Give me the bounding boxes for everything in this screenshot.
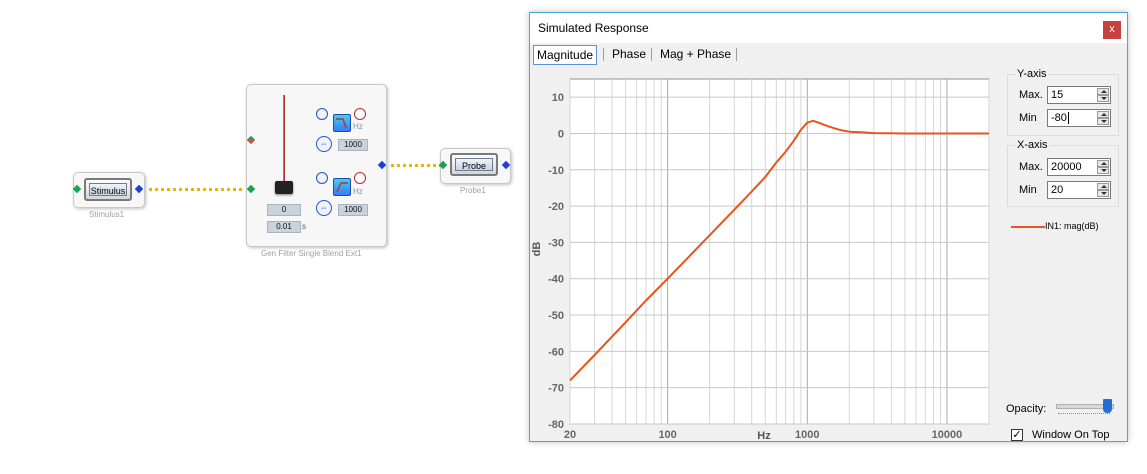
- y-max-label: Max.: [1019, 89, 1043, 101]
- x-tick-label: 10000: [932, 429, 963, 441]
- magnitude-series-line: [569, 119, 989, 382]
- power-icon[interactable]: [316, 108, 328, 120]
- x-min-up-arrow[interactable]: [1097, 183, 1109, 190]
- tab-bar: Magnitude Phase Mag + Phase: [530, 43, 1127, 65]
- x-max-spinbox[interactable]: 20000: [1047, 158, 1111, 176]
- text-cursor: [1068, 112, 1069, 124]
- power-icon[interactable]: [316, 172, 328, 184]
- y-tick-label: -30: [548, 237, 564, 249]
- stimulus-button-label: Stimulus: [89, 183, 127, 196]
- x-min-value: 20: [1051, 184, 1064, 196]
- side-panel: Y-axis Max. 15 Min -80 X-axis Max. 20000…: [1002, 65, 1127, 441]
- stimulus-block[interactable]: Stimulus: [73, 172, 145, 208]
- y-tick-label: -60: [548, 346, 564, 358]
- window-on-top-label: Window On Top: [1032, 429, 1110, 441]
- top-filter-frequency[interactable]: 1000: [338, 139, 368, 151]
- y-tick-label: 10: [552, 92, 564, 104]
- simulated-response-window[interactable]: Simulated Response x Magnitude Phase Mag…: [529, 12, 1128, 442]
- highpass-filter-icon[interactable]: [333, 178, 351, 196]
- x-min-label: Min: [1019, 184, 1037, 196]
- window-titlebar[interactable]: Simulated Response x: [530, 13, 1127, 43]
- opacity-slider[interactable]: [1054, 399, 1114, 421]
- lowpass-filter-icon[interactable]: [333, 114, 351, 132]
- opacity-slider-ticks: [1058, 413, 1110, 416]
- fader-value: 0: [267, 204, 301, 216]
- y-axis-group: [1007, 74, 1119, 136]
- x-axis-group: [1007, 145, 1119, 207]
- x-min-down-arrow[interactable]: [1097, 190, 1109, 197]
- x-tick-label: 20: [564, 429, 576, 441]
- stimulus-button[interactable]: Stimulus: [84, 178, 132, 201]
- y-max-down-arrow[interactable]: [1097, 95, 1109, 102]
- legend-swatch: [1011, 226, 1045, 228]
- plot-background: [569, 78, 990, 425]
- y-tick-label: -80: [548, 419, 564, 431]
- series-layer: [569, 119, 989, 382]
- time-unit: s: [302, 222, 306, 231]
- opacity-slider-thumb[interactable]: [1103, 399, 1112, 413]
- tab-phase[interactable]: Phase: [612, 47, 647, 61]
- opacity-label: Opacity:: [1006, 403, 1047, 415]
- opacity-slider-track: [1056, 404, 1114, 409]
- probe-button[interactable]: Probe: [450, 153, 498, 176]
- probe-block[interactable]: Probe: [440, 148, 511, 184]
- y-tick-label: -70: [548, 383, 564, 395]
- x-max-label: Max.: [1019, 161, 1043, 173]
- fader-knob[interactable]: [275, 181, 293, 194]
- close-button[interactable]: x: [1103, 21, 1121, 39]
- bottom-filter-unit: Hz: [353, 187, 363, 196]
- y-axis-group-label: Y-axis: [1016, 68, 1048, 80]
- time-value[interactable]: 0.01: [267, 221, 301, 233]
- y-max-up-arrow[interactable]: [1097, 88, 1109, 95]
- y-min-down-arrow[interactable]: [1097, 118, 1109, 125]
- x-axis-label: Hz: [757, 430, 771, 441]
- link-icon[interactable]: ⇔: [316, 200, 332, 216]
- x-max-down-arrow[interactable]: [1097, 167, 1109, 174]
- y-axis-label: dB: [531, 242, 543, 257]
- y-min-label: Min: [1019, 112, 1037, 124]
- y-min-spinbox[interactable]: -80: [1047, 109, 1111, 127]
- tab-mag-phase[interactable]: Mag + Phase: [660, 47, 732, 61]
- stimulus-caption: Stimulus1: [89, 210, 125, 219]
- y-tick-label: -10: [548, 165, 564, 177]
- window-on-top-checkbox[interactable]: ✓: [1011, 429, 1023, 441]
- x-max-up-arrow[interactable]: [1097, 160, 1109, 167]
- tab-separator: [651, 48, 652, 61]
- probe-button-label: Probe: [455, 158, 493, 171]
- y-min-up-arrow[interactable]: [1097, 111, 1109, 118]
- sine-icon[interactable]: [354, 172, 366, 184]
- x-axis-group-label: X-axis: [1016, 139, 1049, 151]
- bottom-filter-frequency[interactable]: 1000: [338, 204, 368, 216]
- grid-lines: [569, 79, 990, 425]
- y-tick-label: -50: [548, 310, 564, 322]
- filter-caption: Gen Filter Single Blend Ext1: [261, 249, 362, 258]
- x-tick-label: 1000: [795, 429, 819, 441]
- legend-label: IN1: mag(dB): [1045, 221, 1099, 231]
- tab-separator: [603, 48, 604, 61]
- window-title: Simulated Response: [538, 21, 649, 35]
- top-filter-unit: Hz: [353, 122, 363, 131]
- x-min-spinbox[interactable]: 20: [1047, 181, 1111, 199]
- y-tick-label: 0: [558, 128, 564, 140]
- y-max-value: 15: [1051, 89, 1064, 101]
- link-icon[interactable]: ⇔: [316, 136, 332, 152]
- y-tick-label: -40: [548, 274, 564, 286]
- probe-caption: Probe1: [460, 186, 486, 195]
- tab-separator: [736, 48, 737, 61]
- filter-block[interactable]: 0 0.01 s Hz ⇔ 1000 Hz ⇔ 1000: [246, 84, 387, 247]
- y-max-spinbox[interactable]: 15: [1047, 86, 1111, 104]
- x-tick-label: 100: [658, 429, 676, 441]
- y-tick-label: -20: [548, 201, 564, 213]
- x-max-value: 20000: [1051, 161, 1082, 173]
- sine-icon[interactable]: [354, 108, 366, 120]
- y-min-value: -80: [1051, 112, 1067, 124]
- tab-magnitude[interactable]: Magnitude: [533, 45, 598, 65]
- fader-track-red: [284, 95, 285, 185]
